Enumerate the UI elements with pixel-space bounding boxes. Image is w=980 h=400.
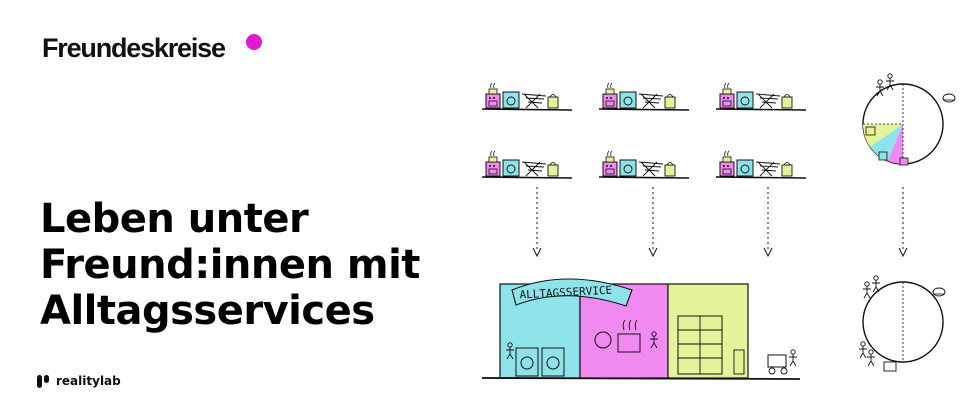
household-unit xyxy=(598,150,690,179)
household-unit xyxy=(598,82,690,111)
headline-line-3: Alltagsservices xyxy=(40,288,375,334)
household-unit xyxy=(481,82,573,111)
alltagsservice-illustration: ALLTAGSSERVICE xyxy=(481,73,956,380)
headline-line-2: Freund:innen mit xyxy=(40,242,420,288)
household-unit xyxy=(715,82,807,111)
headline-line-1: Leben unter xyxy=(40,196,309,242)
footer-logo: realitylab xyxy=(36,373,121,389)
brand-name: Freundeskreise xyxy=(42,33,226,63)
realitylab-mark-icon xyxy=(37,375,49,388)
household-unit xyxy=(481,150,573,179)
time-circle-top xyxy=(862,73,956,166)
headline: Leben unter Freund:innen mit Alltagsserv… xyxy=(40,196,420,334)
banner-text: ALLTAGSSERVICE xyxy=(519,284,612,302)
footer-logo-text: realitylab xyxy=(56,374,121,388)
arrows xyxy=(532,187,908,258)
household-unit xyxy=(715,150,807,179)
brand-dot xyxy=(246,34,262,50)
time-circle-bottom xyxy=(858,275,946,372)
service-building: ALLTAGSSERVICE xyxy=(481,278,801,380)
